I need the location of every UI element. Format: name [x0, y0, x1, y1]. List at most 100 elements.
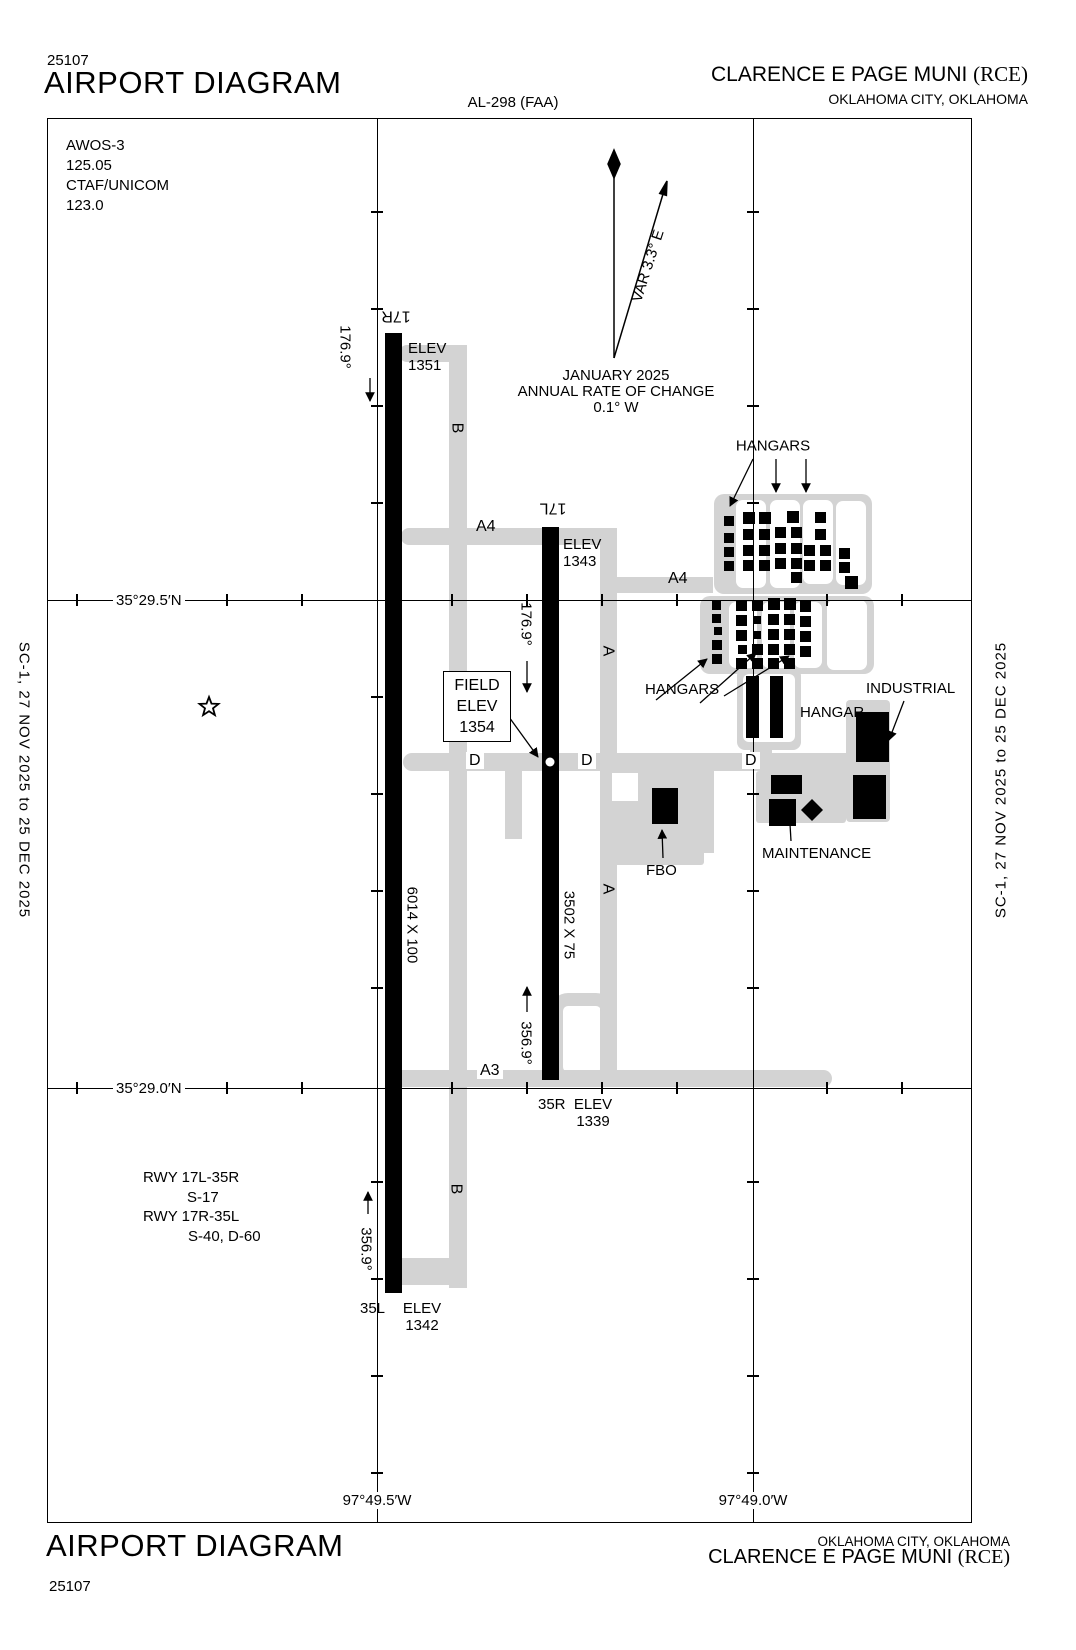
graticule-tick — [371, 696, 383, 698]
runway-dimensions-17r-35l: 6014 X 100 — [403, 886, 421, 964]
building — [743, 512, 755, 524]
building — [815, 512, 826, 523]
runway-end-label-35l: 35L — [360, 1300, 386, 1317]
building — [784, 598, 796, 610]
taxiway-label-d-west: D — [466, 752, 484, 769]
effective-dates-right: SC-1, 27 NOV 2025 to 25 DEC 2025 — [992, 641, 1010, 919]
communications-block: AWOS-3 125.05 CTAF/UNICOM 123.0 — [66, 137, 170, 214]
elev-17r: ELEV 1351 — [408, 340, 447, 374]
graticule-tick — [747, 1375, 759, 1377]
graticule-tick — [371, 211, 383, 213]
taxiway-label-b-south: B — [447, 1183, 465, 1195]
taxiway-a — [600, 528, 617, 1087]
building — [724, 547, 734, 557]
graticule-tick — [371, 1181, 383, 1183]
graticule-tick — [747, 405, 759, 407]
airport-title: CLARENCE E PAGE MUNI (RCE) — [711, 63, 1028, 86]
building — [800, 631, 811, 642]
graticule-tick — [371, 502, 383, 504]
footer-airport-code: (RCE) — [957, 1546, 1010, 1568]
chart-number-bottom: 25107 — [49, 1578, 91, 1595]
map-border — [47, 118, 972, 1523]
graticule-tick — [747, 502, 759, 504]
footer-title: AIRPORT DIAGRAM — [46, 1528, 344, 1563]
graticule-tick — [526, 1082, 528, 1094]
building — [784, 614, 795, 625]
building — [768, 629, 779, 640]
runway-end-label-17r: 17R — [381, 307, 411, 325]
building — [736, 630, 747, 641]
building — [768, 614, 779, 625]
graticule-tick — [747, 1181, 759, 1183]
industrial-label: INDUSTRIAL — [866, 680, 956, 697]
effective-dates-left: SC-1, 27 NOV 2025 to 25 DEC 2025 — [15, 641, 33, 919]
building — [839, 548, 850, 559]
building — [771, 775, 802, 794]
building — [752, 600, 763, 611]
building — [743, 529, 754, 540]
building — [712, 654, 722, 664]
building — [856, 712, 889, 762]
graticule-tick — [371, 308, 383, 310]
taxiway-b — [449, 345, 467, 1288]
building — [769, 799, 796, 826]
fbo-label: FBO — [646, 862, 677, 879]
taxiway-label-a4-east: A4 — [668, 570, 688, 587]
heading-label-17l: 176.9° — [517, 602, 535, 646]
graticule-tick — [901, 1082, 903, 1094]
building — [712, 640, 722, 650]
graticule-tick — [371, 1278, 383, 1280]
chart-number-top: 25107 — [47, 52, 89, 69]
longitude-label-49-0: 97°49.0′W — [715, 1492, 791, 1509]
building — [752, 658, 763, 669]
taxiway-label-d-mid: D — [578, 752, 596, 769]
taxiway-loop-35r — [550, 993, 614, 1085]
building — [753, 616, 761, 624]
taxiway-label-a3: A3 — [477, 1062, 503, 1079]
runway-17r-35l — [385, 333, 402, 1293]
taxiway-label-a-south: A — [599, 883, 617, 895]
latitude-label-29-5: 35°29.5′N — [113, 592, 185, 609]
hangars-label-north: HANGARS — [735, 437, 811, 455]
building — [759, 560, 770, 571]
graticule-tick — [747, 793, 759, 795]
building — [714, 627, 722, 635]
building — [743, 545, 754, 556]
graticule-tick — [226, 594, 228, 606]
building — [759, 529, 770, 540]
al-number: AL-298 (FAA) — [467, 94, 559, 111]
building — [724, 533, 734, 543]
heading-label-35r: 356.9° — [517, 1021, 535, 1065]
graticule-tick — [371, 1375, 383, 1377]
building — [736, 658, 747, 669]
graticule-tick — [747, 1278, 759, 1280]
page-title: AIRPORT DIAGRAM — [44, 65, 342, 100]
longitude-line-49-0 — [753, 118, 755, 1523]
taxiway-a4-west — [401, 528, 617, 545]
building — [775, 558, 786, 569]
graticule-tick — [451, 594, 453, 606]
elev-17l: ELEV 1343 — [563, 536, 602, 570]
graticule-tick — [76, 594, 78, 606]
building — [784, 658, 795, 669]
building — [743, 560, 754, 571]
building — [800, 646, 811, 657]
airport-name: CLARENCE E PAGE MUNI — [711, 63, 968, 86]
building — [712, 614, 721, 623]
hangar-row-pad — [827, 600, 867, 670]
building — [746, 676, 759, 738]
graticule-tick — [301, 1082, 303, 1094]
hangars-label-mid: HANGARS — [645, 681, 720, 698]
longitude-line-49-5 — [377, 118, 379, 1523]
building — [775, 527, 786, 538]
building — [820, 545, 831, 556]
field-elev-box: FIELD ELEV 1354 — [443, 671, 511, 742]
latitude-label-29-0: 35°29.0′N — [113, 1080, 185, 1097]
building — [753, 631, 761, 639]
maintenance-label: MAINTENANCE — [762, 845, 872, 862]
building — [791, 572, 802, 583]
runway-data-line4: S-40, D-60 — [188, 1228, 261, 1245]
graticule-tick — [676, 594, 678, 606]
runway-dimensions-17l-35r: 3502 X 75 — [560, 890, 578, 960]
building — [770, 676, 783, 738]
